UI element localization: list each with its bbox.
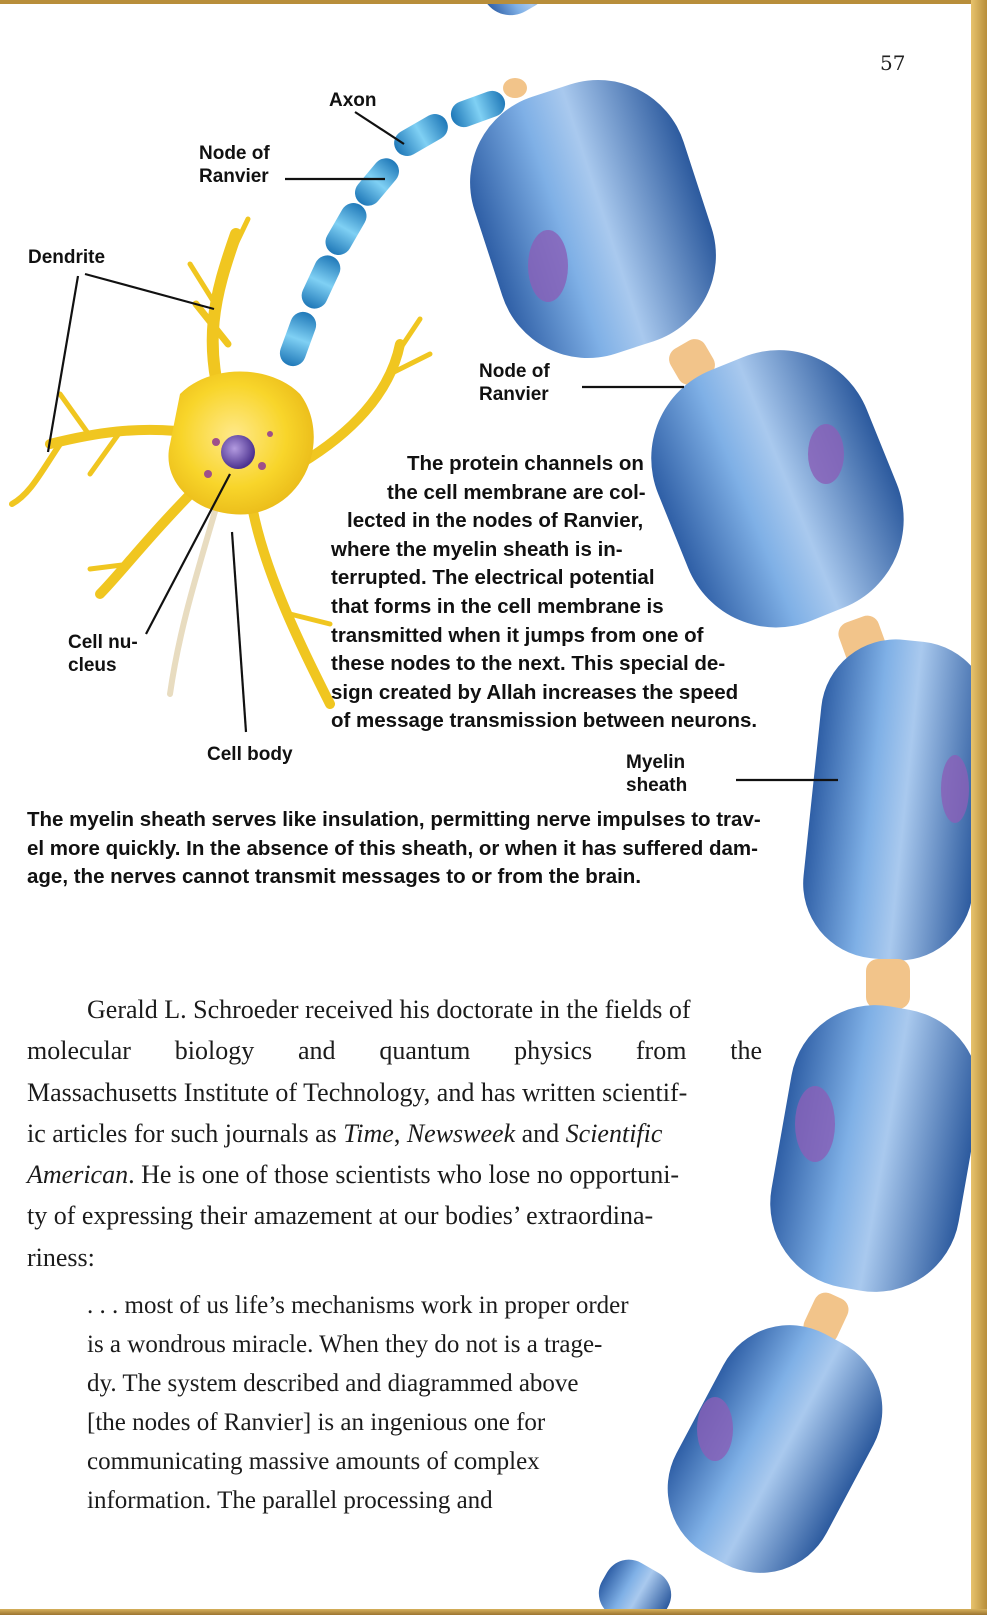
caption-line: of message transmission between neurons.: [331, 707, 801, 736]
side-caption: The protein channels on the cell membran…: [331, 450, 801, 736]
node-of-ranvier: [503, 78, 527, 98]
body-line: molecular biology and quantum physics fr…: [27, 1030, 762, 1071]
schwann-nucleus: [697, 1397, 733, 1461]
quote-line: information. The parallel processing and: [87, 1481, 687, 1520]
quote-line: . . . most of us life’s mechanisms work …: [87, 1286, 687, 1325]
journal-title-scientific: Scientific: [566, 1119, 663, 1148]
label-line: Ranvier: [199, 165, 270, 188]
caption-line: The myelin sheath serves like insulation…: [27, 806, 837, 835]
axon-chain: [276, 87, 509, 370]
journal-title-american: American: [27, 1160, 128, 1189]
myelin-segment: [757, 992, 971, 1306]
label-node-of-ranvier-middle: Node of Ranvier: [479, 360, 550, 406]
page-edge-bottom: [0, 1609, 987, 1615]
journal-title-time: Time: [343, 1119, 394, 1148]
caption-line: The protein channels on: [331, 450, 801, 479]
page-edge-right: [971, 0, 987, 1615]
cell-nucleus-shape: [221, 435, 255, 469]
body-text-run: ,: [394, 1119, 407, 1148]
myelin-segment: [590, 1551, 681, 1610]
body-line: American. He is one of those scientists …: [27, 1154, 762, 1195]
journal-title-newsweek: Newsweek: [407, 1119, 515, 1148]
caption-line: lected in the nodes of Ranvier,: [331, 507, 801, 536]
label-line: Cell nu-: [68, 631, 138, 654]
quote-line: [the nodes of Ranvier] is an ingenious o…: [87, 1403, 687, 1442]
body-line: Gerald L. Schroeder received his doctora…: [27, 989, 762, 1030]
label-axon: Axon: [329, 89, 377, 112]
label-cell-body: Cell body: [207, 743, 293, 766]
caption-line: where the myelin sheath is in-: [331, 536, 801, 565]
body-text-run: and: [515, 1119, 566, 1148]
block-quote: . . . most of us life’s mechanisms work …: [87, 1286, 687, 1520]
label-line: Node of: [199, 142, 270, 165]
body-line: riness:: [27, 1237, 762, 1278]
caption-line: that forms in the cell membrane is: [331, 593, 801, 622]
node-of-ranvier: [866, 959, 910, 1009]
label-myelin-sheath: Myelin sheath: [626, 751, 687, 797]
label-line: Ranvier: [479, 383, 550, 406]
label-cell-nucleus: Cell nu- cleus: [68, 631, 138, 677]
caption-line: transmitted when it jumps from one of: [331, 622, 801, 651]
caption-line: sign created by Allah increases the spee…: [331, 679, 801, 708]
schwann-nucleus: [528, 230, 568, 302]
body-text-run: ic articles for such journals as: [27, 1119, 343, 1148]
schwann-nucleus: [941, 755, 969, 823]
body-line: Massachusetts Institute of Technology, a…: [27, 1072, 762, 1113]
myelin-segment: [460, 4, 561, 26]
caption-line: the cell membrane are col-: [331, 479, 801, 508]
label-line: cleus: [68, 654, 138, 677]
body-text-run: . He is one of those scientists who lose…: [128, 1160, 679, 1189]
body-paragraph: Gerald L. Schroeder received his doctora…: [27, 989, 762, 1278]
main-caption: The myelin sheath serves like insulation…: [27, 806, 837, 892]
caption-line: these nodes to the next. This special de…: [331, 650, 801, 679]
caption-line: age, the nerves cannot transmit messages…: [27, 863, 837, 892]
quote-line: communicating massive amounts of complex: [87, 1442, 687, 1481]
label-dendrite: Dendrite: [28, 246, 105, 269]
caption-line: terrupted. The electrical potential: [331, 564, 801, 593]
label-line: Node of: [479, 360, 550, 383]
caption-line: el more quickly. In the absence of this …: [27, 835, 837, 864]
label-line: Myelin: [626, 751, 687, 774]
body-line: ty of expressing their amazement at our …: [27, 1195, 762, 1236]
quote-line: is a wondrous miracle. When they do not …: [87, 1325, 687, 1364]
book-page: 57 Axon Node of Ranvier Dendrite Node of…: [0, 4, 971, 1610]
page-number: 57: [880, 51, 905, 75]
label-node-of-ranvier-top: Node of Ranvier: [199, 142, 270, 188]
body-line: ic articles for such journals as Time, N…: [27, 1113, 762, 1154]
schwann-nucleus: [795, 1086, 835, 1162]
schwann-nucleus: [808, 424, 844, 484]
label-line: sheath: [626, 774, 687, 797]
quote-line: dy. The system described and diagrammed …: [87, 1364, 687, 1403]
